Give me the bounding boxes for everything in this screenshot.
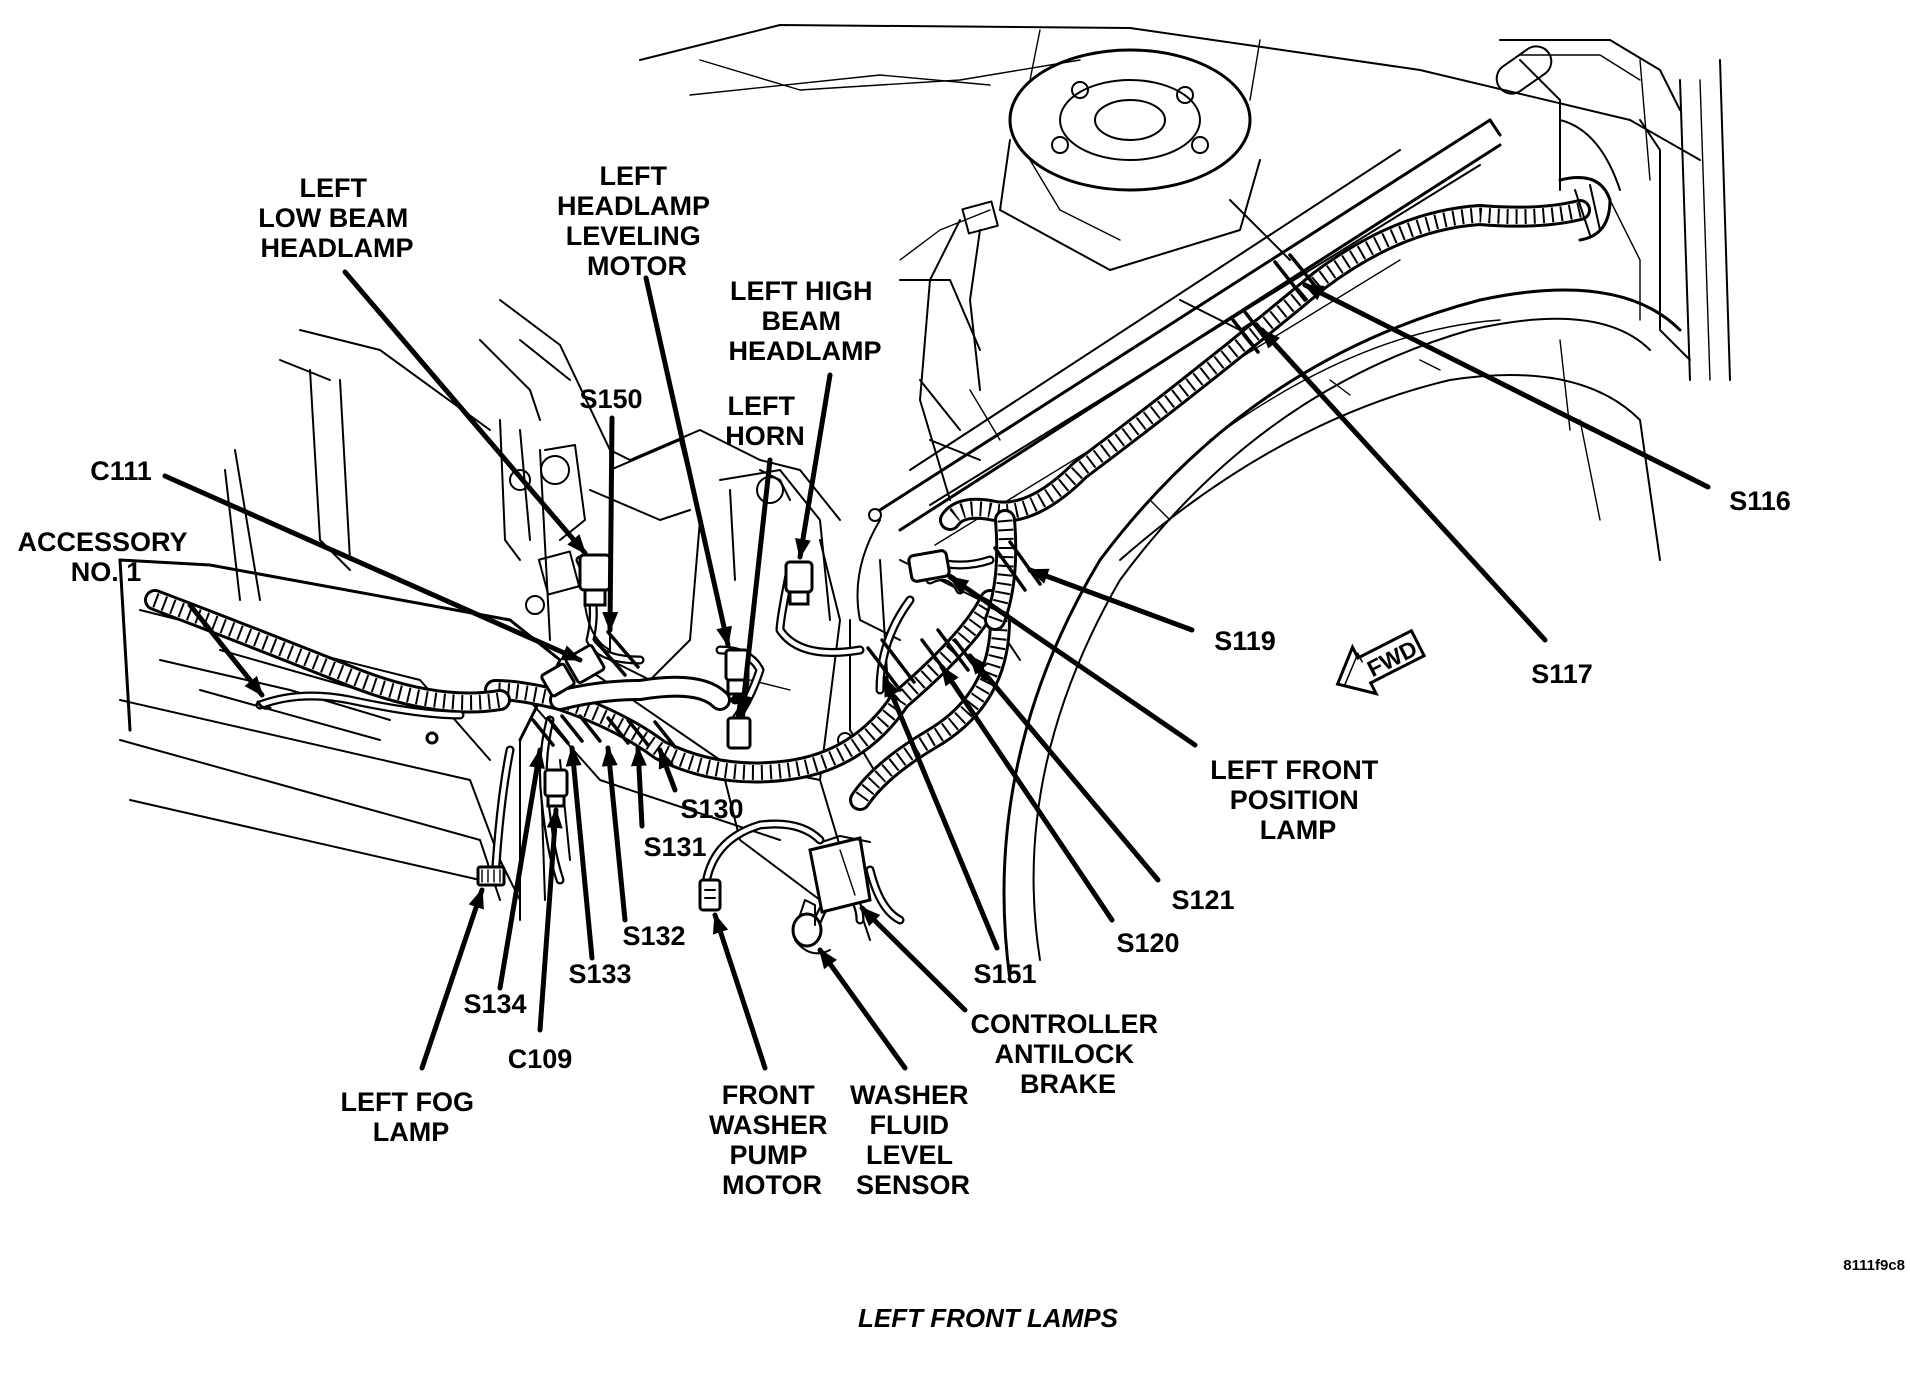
label-s132: S132: [622, 921, 685, 951]
leader-s134: [497, 747, 545, 991]
figure-code: 8111f9c8: [1843, 1257, 1905, 1274]
abs-controller-icon: [808, 835, 872, 914]
label-s151: S151: [973, 959, 1036, 989]
label-s116: S116: [1729, 486, 1791, 516]
label-left-headlamp-leveling-motor: LEFT HEADLAMP LEVELING MOTOR: [557, 161, 717, 281]
washer-pump-connector-icon: [698, 878, 722, 912]
leader-horn: [736, 457, 773, 717]
label-s133: S133: [568, 959, 631, 989]
leader-s116: [1302, 282, 1711, 490]
leader-s120: [939, 664, 1115, 923]
label-s119: S119: [1214, 626, 1276, 656]
label-s121: S121: [1171, 885, 1234, 915]
label-front-washer-pump-motor: FRONT WASHER PUMP MOTOR: [709, 1080, 835, 1200]
label-left-fog-lamp: LEFT FOG LAMP: [341, 1087, 482, 1147]
leader-s130: [657, 747, 678, 793]
label-controller-antilock-brake: CONTROLLER ANTILOCK BRAKE: [971, 1009, 1166, 1099]
label-c109: C109: [508, 1044, 573, 1074]
horn-connector-icon: [726, 716, 752, 750]
leader-s151: [882, 675, 1000, 951]
leader-lines: [162, 269, 1711, 1071]
leader-position-lamp: [947, 574, 1198, 748]
leader-fog-lamp: [419, 887, 485, 1071]
low-beam-connector-icon: [578, 553, 612, 651]
leader-s133: [565, 745, 595, 961]
label-c111: C111: [90, 456, 152, 486]
label-s130: S130: [680, 794, 743, 824]
leader-accessory-no-1: [187, 602, 265, 698]
leader-c109: [537, 807, 563, 1033]
leader-high-beam-headlamp: [795, 372, 833, 560]
leader-s119: [1027, 567, 1195, 633]
label-left-high-beam-headlamp: LEFT HIGH BEAM HEADLAMP: [729, 276, 882, 366]
leader-s132: [601, 745, 628, 923]
high-beam-connector-icon: [784, 560, 814, 606]
fwd-arrow-icon: FWD: [1335, 628, 1427, 696]
vehicle-body-art: [118, 24, 1731, 982]
leader-s117: [1259, 327, 1548, 643]
leader-s150: [602, 415, 619, 633]
label-s117: S117: [1531, 659, 1593, 689]
label-s131: S131: [643, 832, 706, 862]
leveling-motor-connector-icon: [724, 648, 750, 696]
leader-leveling-motor: [643, 275, 732, 648]
leader-s131: [630, 745, 647, 829]
label-left-low-beam-headlamp: LEFT LOW BEAM HEADLAMP: [258, 173, 416, 263]
label-s120: S120: [1116, 928, 1179, 958]
wiring-harness: [144, 176, 1612, 945]
fog-lamp-connector-icon: [476, 865, 506, 887]
label-accessory-no-1: ACCESSORY NO. 1: [17, 527, 194, 587]
position-lamp-connector-icon: [907, 549, 951, 583]
components: [256, 549, 951, 955]
leader-washer-pump: [712, 912, 768, 1071]
c109-connector-icon: [543, 768, 569, 808]
leader-s121: [967, 653, 1161, 883]
leader-low-beam-headlamp: [342, 269, 588, 556]
leader-c111: [162, 473, 583, 663]
label-washer-fluid-level-sensor: WASHER FLUID LEVEL SENSOR: [850, 1080, 976, 1200]
callout-labels: LEFT LOW BEAM HEADLAMP LEFT HEADLAMP LEV…: [17, 161, 1790, 1200]
label-left-front-position-lamp: LEFT FRONT POSITION LAMP: [1210, 755, 1386, 845]
leader-abs-controller: [859, 905, 968, 1013]
label-s150: S150: [579, 384, 642, 414]
label-s134: S134: [463, 989, 526, 1019]
leader-washer-fluid-sensor: [817, 947, 908, 1071]
label-left-horn: LEFT HORN: [725, 391, 805, 451]
figure-caption: LEFT FRONT LAMPS: [858, 1303, 1119, 1333]
